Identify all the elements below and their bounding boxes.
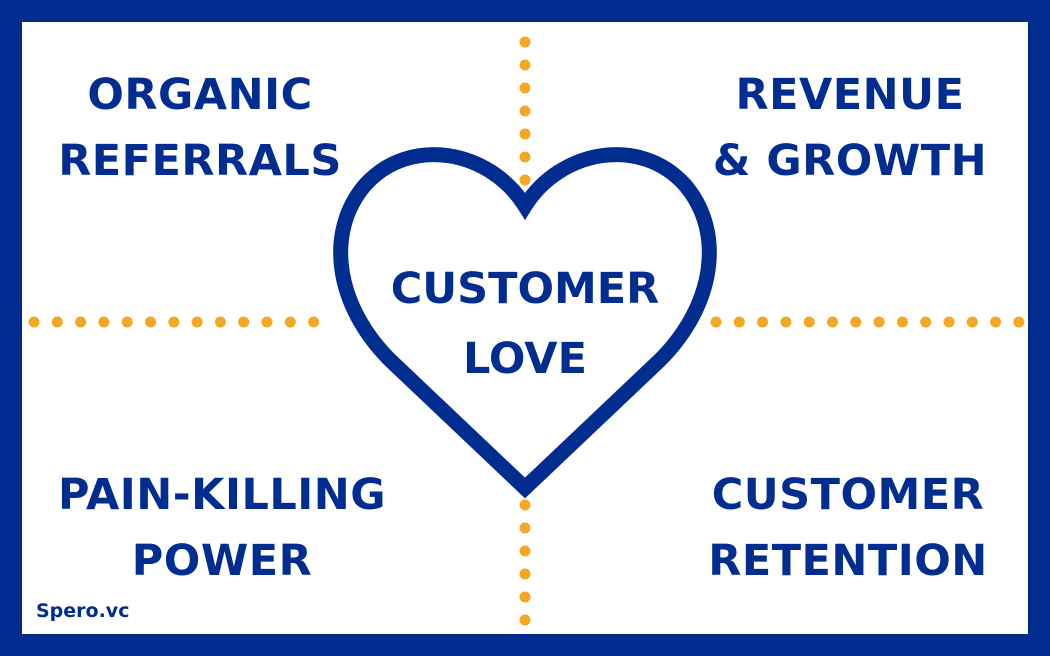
divider-dot [990, 316, 1002, 328]
divider-dot [850, 316, 862, 328]
quadrant-revenue-growth: REVENUE & GROWTH [670, 62, 1030, 194]
divider-dot [1013, 316, 1025, 328]
divider-dot [28, 316, 40, 328]
divider-dot [519, 522, 531, 534]
divider-dot [191, 316, 203, 328]
quadrant-label-line: REFERRALS [58, 136, 342, 186]
divider-dot [780, 316, 792, 328]
divider-dot [519, 545, 531, 557]
center-label-line: CUSTOMER [390, 264, 660, 314]
quadrant-label-line: REVENUE [735, 70, 965, 120]
divider-dot [519, 568, 531, 580]
divider-dot [757, 316, 769, 328]
divider-dot [519, 36, 531, 48]
divider-dot [51, 316, 63, 328]
divider-dot [519, 59, 531, 71]
divider-dot [519, 128, 531, 140]
divider-dot [238, 316, 250, 328]
brand-watermark: Spero.vc [36, 600, 130, 622]
quadrant-label-line: RETENTION [708, 536, 988, 586]
heart-outline [333, 147, 717, 499]
quadrant-label-line: & GROWTH [712, 136, 988, 186]
quadrant-label-line: PAIN-KILLING [57, 470, 387, 520]
divider-dot [733, 316, 745, 328]
divider-dot [261, 316, 273, 328]
divider-dot [168, 316, 180, 328]
divider-dot [803, 316, 815, 328]
quadrant-label-line: POWER [131, 536, 313, 586]
quadrant-label-line: CUSTOMER [711, 470, 985, 520]
divider-dot [145, 316, 156, 328]
divider-dot [710, 316, 722, 328]
divider-dot [519, 105, 531, 117]
divider-dot [519, 614, 531, 626]
divider-dot [214, 316, 226, 328]
divider-dot [519, 174, 531, 186]
quadrant-label-line: ORGANIC [87, 70, 313, 120]
divider-dot [121, 316, 133, 328]
divider-dot [75, 316, 87, 328]
divider-dot [519, 151, 531, 163]
divider-dot [896, 316, 908, 328]
quadrant-organic-referrals: ORGANIC REFERRALS [20, 62, 380, 194]
center-label-line: LOVE [463, 334, 587, 384]
divider-dot [519, 82, 531, 94]
divider-dot [827, 316, 838, 328]
divider-dot [966, 316, 978, 328]
divider-dot [519, 591, 531, 603]
divider-dot [920, 316, 932, 328]
divider-dot [308, 316, 320, 328]
divider-dot [98, 316, 110, 328]
divider-dot [943, 316, 955, 328]
divider-dot [284, 316, 296, 328]
quadrant-pain-killing-power: PAIN-KILLING POWER [42, 462, 402, 594]
divider-dot [519, 499, 531, 511]
center-label-customer-love: CUSTOMER LOVE [360, 254, 690, 394]
quadrant-customer-retention: CUSTOMER RETENTION [668, 462, 1028, 594]
divider-dot [873, 316, 885, 328]
